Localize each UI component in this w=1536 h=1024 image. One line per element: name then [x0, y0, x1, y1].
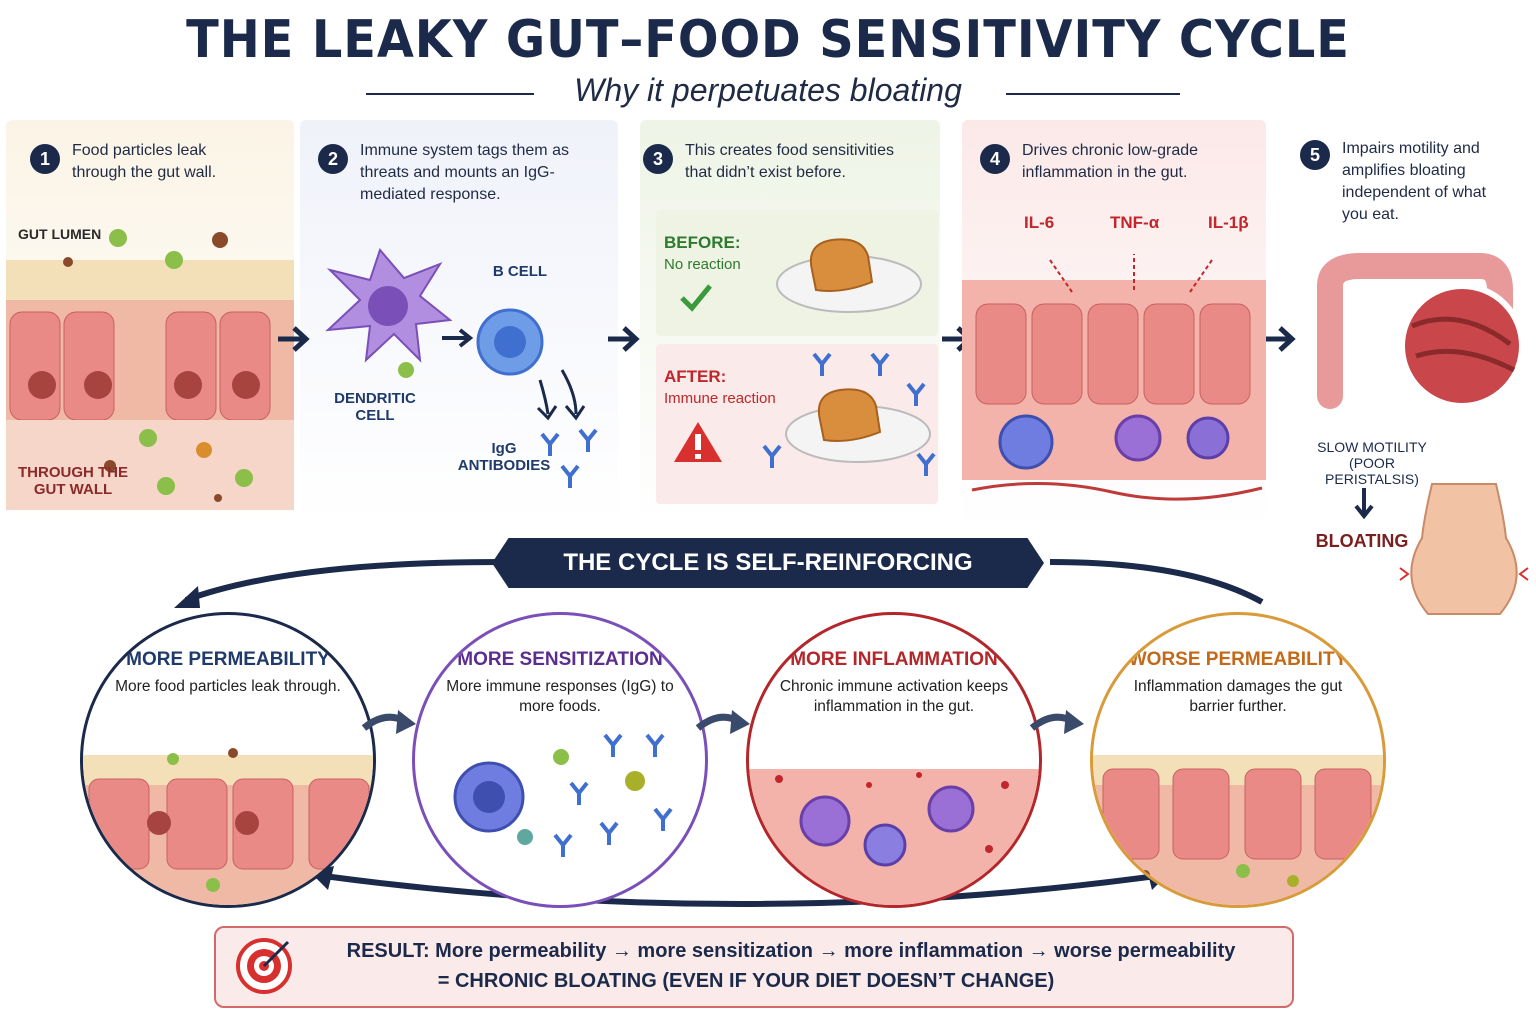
step-text: Drives chronic low-grade inflammation in… [1022, 142, 1199, 181]
slow-motility-label: SLOW MOTILITY (POOR PERISTALSIS) [1317, 439, 1427, 487]
before-title: BEFORE: [664, 233, 741, 252]
cytokine-il6: IL-6 [1024, 213, 1055, 232]
step-number: 5 [1300, 140, 1330, 170]
step-text: Immune system tags them as threats and m… [360, 142, 569, 203]
colon-illustration [1317, 253, 1525, 409]
step-4: 4 Drives chronic low-grade inflammation … [980, 140, 1260, 184]
leaky-cells-icon [83, 748, 373, 905]
target-icon [236, 938, 292, 994]
after-text: Immune reaction [664, 390, 776, 407]
step-number: 4 [980, 144, 1010, 174]
arrow-right-icon [695, 710, 750, 734]
checkmark-icon [680, 284, 712, 312]
sensitization-icon [453, 733, 673, 857]
cytokine-tnf: TNF-α [1110, 213, 1160, 232]
inflamed-gut-illustration [962, 254, 1266, 501]
through-gut-wall-label: THROUGH THE GUT WALL [18, 464, 128, 498]
cycle-text: More food particles leak through. [115, 678, 341, 695]
subtitle-rule-right [1006, 93, 1180, 95]
gut-lumen-label: GUT LUMEN [18, 226, 102, 242]
cycle-worse-permeability: WORSE PERMEABILITY Inflammation damages … [1090, 612, 1386, 908]
cytokine-il1b: IL-1β [1208, 213, 1249, 232]
cycle-title: MORE INFLAMMATION [790, 649, 998, 670]
cycle-text: Inflammation damages the gut barrier fur… [1133, 678, 1343, 715]
arrow-right-icon [278, 326, 310, 352]
toast-antibodies-icon [762, 352, 936, 476]
step-number: 3 [643, 144, 673, 174]
cycle-more-permeability: MORE PERMEABILITY More food particles le… [80, 612, 376, 908]
step-3: 3 This creates food sensitivities that d… [643, 140, 933, 184]
cycle-more-sensitization: MORE SENSITIZATION More immune responses… [412, 612, 708, 908]
cycle-more-inflammation: MORE INFLAMMATION Chronic immune activat… [746, 612, 1042, 908]
blood-vessel [971, 482, 1263, 501]
gut-wall-leak-illustration [6, 229, 294, 510]
food-particles [63, 229, 253, 502]
page-subtitle: Why it perpetuates bloating [574, 72, 962, 108]
result-line-1: RESULT: More permeability → more sensiti… [346, 940, 1236, 962]
bloated-abdomen-icon [1399, 483, 1529, 615]
step-5: 5 Impairs motility and amplifies bloatin… [1300, 138, 1530, 226]
epithelial-cells [975, 303, 1251, 405]
inflammation-icon [749, 769, 1039, 905]
arrow-right-icon [1029, 710, 1084, 734]
toast-plate-icon [776, 238, 922, 313]
step-1: 1 Food particles leak through the gut wa… [30, 140, 292, 184]
cycle-text: Chronic immune activation keeps inflamma… [779, 678, 1009, 715]
damaged-barrier-icon [1093, 755, 1383, 905]
arrow-right-icon [1264, 326, 1296, 352]
loop-arrow-top [174, 559, 1264, 608]
step-text: This creates food sensitivities that did… [685, 142, 894, 181]
result-box: RESULT: More permeability → more sensiti… [214, 926, 1294, 1008]
bloating-label: BLOATING [1315, 531, 1409, 551]
page-title: THE LEAKY GUT–FOOD SENSITIVITY CYCLE [186, 10, 1350, 70]
cycle-title: WORSE PERMEABILITY [1128, 649, 1348, 670]
step-2: 2 Immune system tags them as threats and… [318, 140, 608, 206]
before-text: No reaction [664, 256, 741, 273]
result-line-2: = CHRONIC BLOATING (EVEN IF YOUR DIET DO… [437, 970, 1055, 992]
epithelial-cells [9, 311, 271, 421]
arrow-icon [560, 369, 586, 421]
arrow-icon [442, 328, 474, 348]
step-number: 1 [30, 144, 60, 174]
muscle-zoom-icon [1399, 283, 1525, 409]
cycle-title: MORE SENSITIZATION [457, 649, 663, 670]
igg-antibody-icons [540, 428, 598, 488]
arrow-down-icon [1354, 488, 1374, 520]
immune-response-illustration [325, 248, 598, 488]
arrow-icon [536, 379, 558, 421]
subtitle-rule-left [366, 93, 534, 95]
immune-cells-icon [998, 414, 1230, 470]
cycle-banner: THE CYCLE IS SELF-REINFORCING [492, 538, 1044, 588]
b-cell-label: B CELL [492, 263, 548, 280]
cycle-text: More immune responses (IgG) to more food… [446, 678, 674, 715]
warning-icon [674, 422, 722, 462]
b-cell-icon [476, 308, 544, 376]
after-title: AFTER: [664, 367, 727, 386]
step-text: Impairs motility and amplifies bloating … [1342, 140, 1487, 223]
arrow-right-icon [361, 710, 416, 734]
igg-antibodies-label: IgG ANTIBODIES [457, 440, 551, 474]
cycle-title: MORE PERMEABILITY [126, 649, 330, 670]
step-text: Food particles leak through the gut wall… [72, 142, 217, 181]
dendritic-cell-label: DENDRITIC CELL [334, 390, 416, 424]
dendritic-cell-icon [325, 248, 453, 378]
step-number: 2 [318, 144, 348, 174]
arrow-right-icon [608, 326, 640, 352]
cytokine-arrows [1049, 254, 1213, 293]
